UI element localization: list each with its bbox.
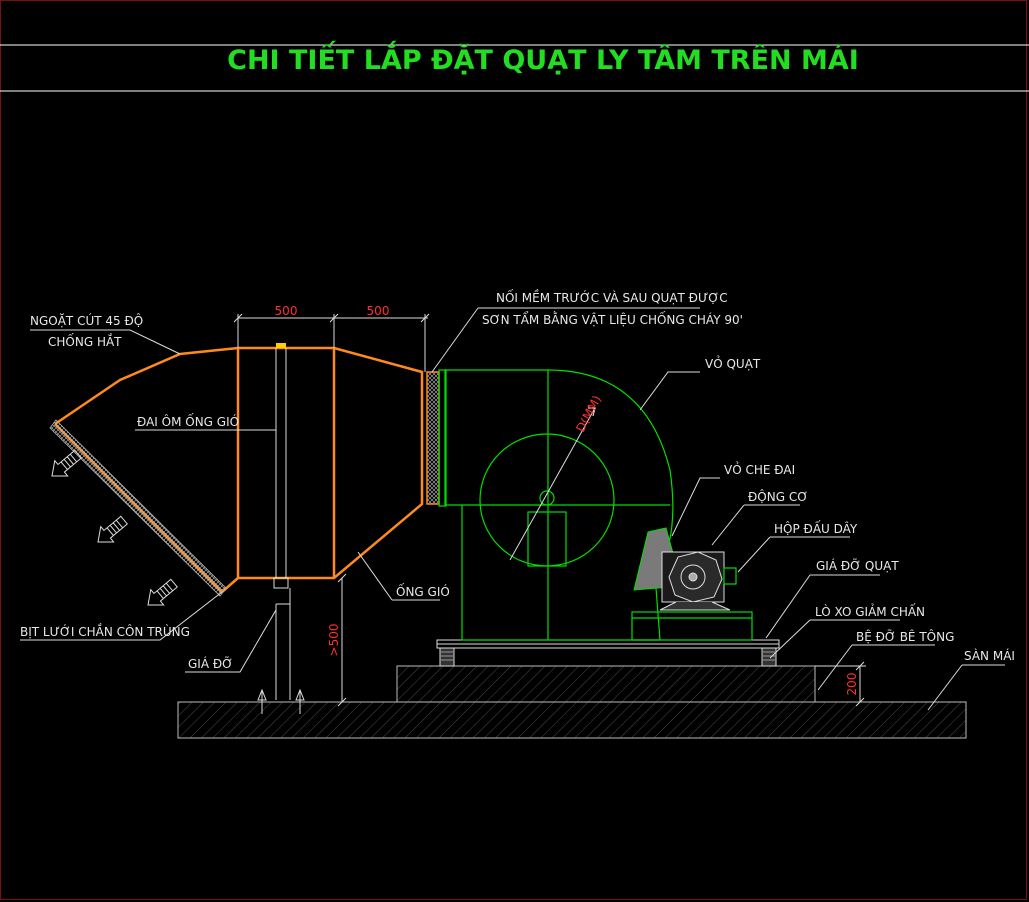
airflow-arrow-icon [97,515,128,543]
label-elbow-line2: CHỐNG HẮT [48,333,122,349]
leader-lines [20,307,1005,711]
drawing-title: CHI TIẾT LẮP ĐẶT QUẠT LY TÂM TRÊN MÁI [227,40,859,76]
airflow-arrow-icon [147,578,178,606]
centrifugal-fan [444,369,674,641]
label-support: GIÁ ĐỠ [188,656,233,671]
fan-diameter-label: D(MM) [573,393,604,434]
label-flex-line2: SƠN TẨM BẰNG VẬT LIỆU CHỐNG CHÁY 90' [482,311,743,327]
label-spring-isolator: LÒ XO GIẢM CHẤN [815,603,925,619]
dim-duct-segment-2: 500 [367,304,390,318]
label-duct: ỐNG GIÓ [396,583,450,599]
fan-support-frame [631,611,753,641]
motor [659,551,731,611]
insect-mesh [49,419,227,597]
terminal-box [723,567,737,585]
spring-isolator-right [761,647,777,667]
fan-base-frame [436,639,780,649]
label-motor: ĐỘNG CƠ [748,489,808,504]
label-belt-guard: VỎ CHE ĐAI [724,461,795,477]
duct-clamp-mark [276,343,286,348]
label-duct-clamp: ĐAI ÔM ỐNG GIÓ [137,413,239,429]
label-fan-casing: VỎ QUẠT [705,355,761,371]
roof-slab [177,701,967,739]
concrete-base [396,665,816,703]
label-terminal-box: HỘP ĐẤU DÂY [774,520,858,536]
duct-support-stand [257,577,305,714]
dim-support-height: >500 [327,624,341,657]
air-duct [54,346,424,593]
dimension-lines [233,313,866,707]
spring-isolator-left [439,647,455,667]
label-insect-mesh: BỊT LƯỚI CHẮN CÔN TRÙNG [20,623,190,639]
dim-duct-segment-1: 500 [275,304,298,318]
flexible-connector [426,369,447,507]
label-roof-slab: SÀN MÁI [964,648,1015,663]
label-concrete-base: BỆ ĐỠ BÊ TÔNG [856,629,954,644]
dim-base-height: 200 [845,673,859,696]
label-flex-line1: NỐI MỀM TRƯỚC VÀ SAU QUẠT ĐƯỢC [496,289,728,305]
label-fan-frame: GIÁ ĐỠ QUẠT [816,558,899,573]
airflow-arrow-icon [51,449,82,477]
label-elbow-line1: NGOẶT CÚT 45 ĐỘ [30,313,143,328]
